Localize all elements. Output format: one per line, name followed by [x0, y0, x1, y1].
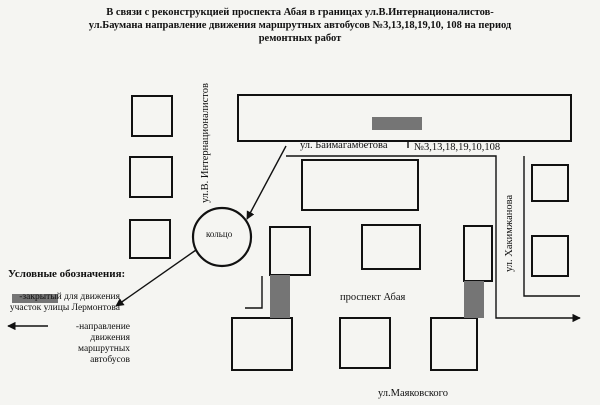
block	[339, 317, 391, 369]
block	[231, 317, 293, 371]
block	[237, 94, 572, 142]
ring	[191, 206, 253, 268]
page-title: В связи с реконструкцией проспекта Абая …	[88, 7, 512, 44]
label-internationalists: ул.В. Интернационалистов	[200, 83, 211, 203]
route-arrow	[246, 145, 287, 220]
legend-closed-text: -закрытый для движения участок улицы Лер…	[9, 292, 120, 313]
legend-direction-text: -направление движения маршрутных автобус…	[75, 322, 130, 365]
label-mayakovskogo: ул.Маяковского	[378, 388, 448, 399]
block	[301, 159, 419, 211]
block	[129, 219, 171, 259]
block	[131, 95, 173, 137]
block	[361, 224, 421, 270]
block	[463, 225, 493, 282]
label-khakimzhanova: ул. Хакимжанова	[504, 194, 515, 272]
legend-closed-swatch	[12, 294, 58, 303]
block	[531, 164, 569, 202]
label-routes: №3,13,18,19,10,108	[414, 142, 501, 153]
legend-title: Условные обозначения:	[8, 268, 126, 280]
closed-section	[270, 275, 290, 318]
route-arrow	[115, 249, 197, 307]
closed-section	[372, 117, 422, 130]
route-arrow	[245, 276, 263, 309]
block	[430, 317, 478, 371]
block	[531, 235, 569, 277]
route-arrow	[523, 156, 580, 297]
label-baimagambetova: ул. Баймагамбетова	[300, 140, 388, 151]
block	[129, 156, 173, 198]
label-ring: кольцо	[206, 229, 233, 239]
block	[269, 226, 311, 276]
closed-section	[464, 281, 484, 318]
route-arrow	[286, 155, 581, 323]
label-abaya: проспект Абая	[340, 292, 406, 303]
